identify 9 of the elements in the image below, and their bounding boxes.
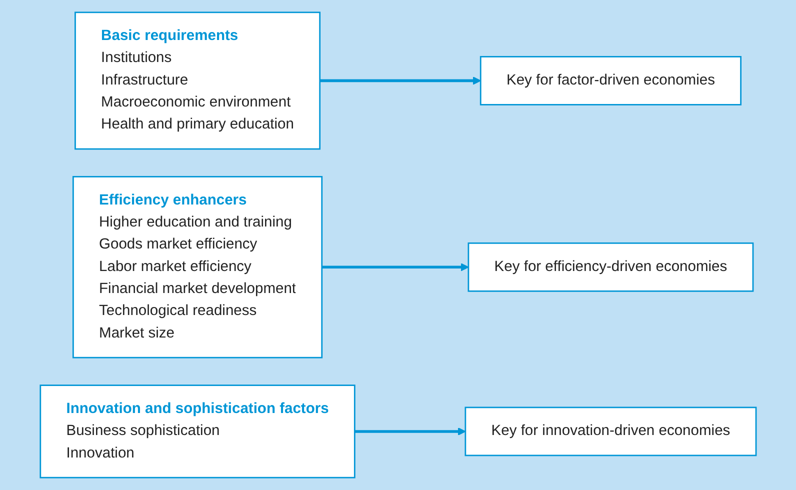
arrow — [322, 263, 469, 272]
node-box: Efficiency enhancers Higher education and training Goods market efficiency Labor market efficiency Financial market development Technological readiness Market size — [72, 176, 322, 358]
node-box: Key for innovation-driven economies — [464, 406, 756, 456]
arrow — [320, 76, 481, 85]
node-box: Basic requirements Institutions Infrastructure Macroeconomic environment Health and primary education — [74, 12, 320, 150]
arrow — [354, 427, 466, 436]
node-box: Key for efficiency-driven economies — [468, 242, 754, 292]
node-box: Innovation and sophistication factors Business sophistication Innovation — [40, 384, 356, 478]
node-box: Key for factor-driven economies — [480, 56, 742, 106]
